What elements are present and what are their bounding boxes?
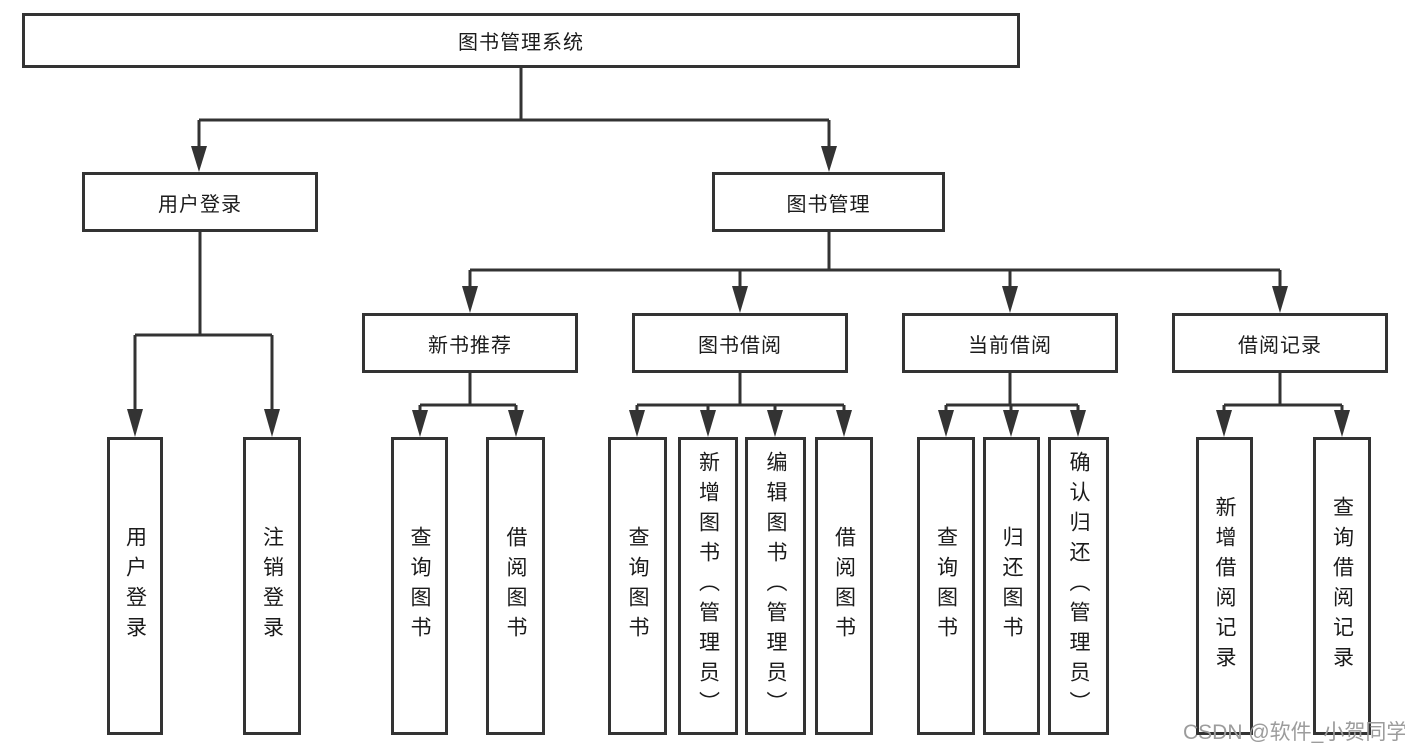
node-label: 当前借阅 bbox=[968, 334, 1052, 357]
node-add-books-admin: 新增图书（管理员） bbox=[678, 437, 738, 735]
node-label: 借阅记录 bbox=[1238, 334, 1322, 357]
node-label: 查询借阅记录 bbox=[1330, 496, 1354, 676]
node-user-login-leaf: 用户登录 bbox=[107, 437, 163, 735]
node-add-borrow-record: 新增借阅记录 bbox=[1196, 437, 1253, 735]
node-edit-books-admin: 编辑图书（管理员） bbox=[745, 437, 806, 735]
connector-borrowing-records-split bbox=[1222, 373, 1344, 413]
arrowhead bbox=[1003, 410, 1019, 437]
node-query-books-current: 查询图书 bbox=[917, 437, 975, 735]
node-confirm-return-admin: 确认归还（管理员） bbox=[1048, 437, 1109, 735]
arrowhead bbox=[821, 146, 837, 172]
node-library-management-system: 图书管理系统 bbox=[22, 13, 1020, 68]
arrowhead bbox=[191, 146, 207, 172]
arrowhead bbox=[938, 410, 954, 437]
node-return-books: 归还图书 bbox=[983, 437, 1040, 735]
arrowhead bbox=[264, 409, 280, 437]
connector-lines bbox=[133, 68, 1344, 413]
arrowhead bbox=[836, 410, 852, 437]
connector-new-book-split bbox=[418, 373, 518, 413]
node-label: 查询图书 bbox=[626, 526, 649, 646]
arrowhead bbox=[1002, 286, 1018, 313]
arrowhead bbox=[508, 410, 524, 437]
arrowhead bbox=[1216, 410, 1232, 437]
arrowhead bbox=[700, 410, 716, 437]
connector-book-borrowing-split bbox=[635, 373, 846, 413]
node-borrow-books-borrowing: 借阅图书 bbox=[815, 437, 873, 735]
node-label: 查询图书 bbox=[934, 526, 958, 646]
node-current-borrowing: 当前借阅 bbox=[902, 313, 1118, 373]
arrowhead bbox=[629, 410, 645, 437]
node-logout: 注销登录 bbox=[243, 437, 301, 735]
node-new-book-recommendation: 新书推荐 bbox=[362, 313, 578, 373]
node-label: 借阅图书 bbox=[504, 526, 527, 646]
node-label: 归还图书 bbox=[1000, 526, 1023, 646]
arrowhead bbox=[1272, 286, 1288, 313]
arrowhead bbox=[462, 286, 478, 313]
node-label: 图书管理系统 bbox=[458, 32, 584, 54]
arrowhead bbox=[412, 410, 428, 437]
watermark-text: CSDN @软件_小贺同学 bbox=[1183, 721, 1405, 744]
connector-root-to-level2 bbox=[197, 68, 831, 150]
connector-user-login-split bbox=[133, 232, 274, 412]
node-label: 用户登录 bbox=[158, 193, 242, 216]
arrowhead bbox=[767, 410, 783, 437]
arrowheads bbox=[127, 146, 1350, 437]
arrowhead bbox=[1334, 410, 1350, 437]
node-label: 借阅图书 bbox=[832, 526, 856, 646]
node-label: 确认归还（管理员） bbox=[1067, 451, 1090, 721]
node-borrowing-records: 借阅记录 bbox=[1172, 313, 1388, 373]
node-query-books-recommend: 查询图书 bbox=[391, 437, 448, 735]
node-book-borrowing: 图书借阅 bbox=[632, 313, 848, 373]
node-label: 新书推荐 bbox=[428, 334, 512, 357]
arrowhead bbox=[732, 286, 748, 313]
arrowhead bbox=[1070, 410, 1086, 437]
node-label: 图书借阅 bbox=[698, 334, 782, 357]
node-borrow-books-recommend: 借阅图书 bbox=[486, 437, 545, 735]
node-label: 查询图书 bbox=[408, 526, 431, 646]
node-query-borrow-record: 查询借阅记录 bbox=[1313, 437, 1371, 735]
node-label: 新增借阅记录 bbox=[1213, 496, 1236, 676]
connector-book-management-split bbox=[468, 232, 1282, 290]
connector-current-borrowing-split bbox=[944, 373, 1080, 413]
node-label: 编辑图书（管理员） bbox=[764, 451, 787, 721]
node-query-books-borrowing: 查询图书 bbox=[608, 437, 667, 735]
node-label: 新增图书（管理员） bbox=[696, 451, 720, 721]
arrowhead bbox=[127, 409, 143, 437]
node-label: 注销登录 bbox=[260, 526, 284, 646]
node-label: 用户登录 bbox=[123, 526, 147, 646]
node-book-management: 图书管理 bbox=[712, 172, 945, 232]
node-label: 图书管理 bbox=[786, 193, 871, 216]
node-user-login: 用户登录 bbox=[82, 172, 318, 232]
